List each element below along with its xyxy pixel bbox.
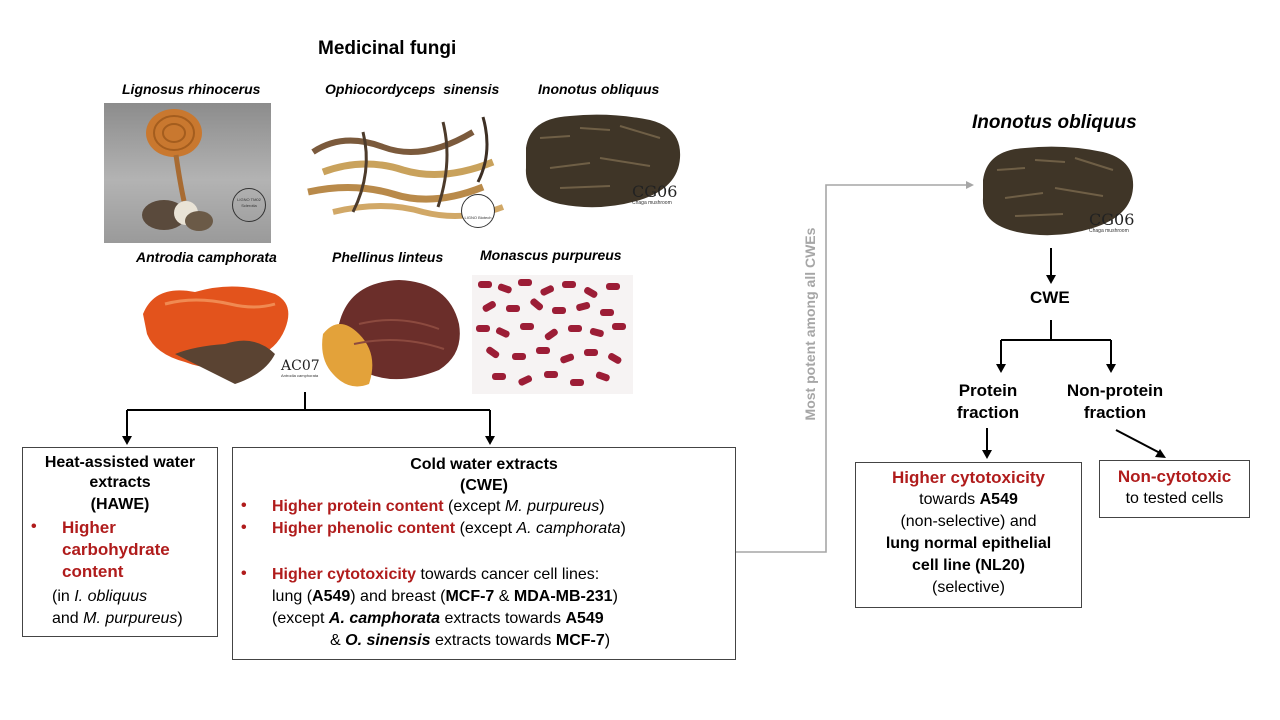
hawe-note2-close: ) — [177, 610, 182, 627]
nonprotein-result-line2: to tested cells — [1100, 488, 1249, 510]
nonprotein-result-box: Non-cytotoxic to tested cells — [1099, 460, 1250, 518]
cwe-phenolic-close: ) — [621, 520, 626, 537]
cwe-box: Cold water extracts (CWE) • Higher prote… — [232, 447, 736, 660]
hawe-note-line2: and M. purpureus) — [52, 609, 183, 629]
hawe-title-line1: Heat-assisted water — [23, 453, 217, 473]
hawe-title-line3: (HAWE) — [23, 495, 217, 515]
cwe-phenolic-species: A. camphorata — [516, 520, 620, 537]
hawe-red-line1: Higher — [62, 518, 116, 538]
cwe-cytotoxicity-highlight: Higher cytotoxicity — [272, 566, 416, 583]
protein-fraction-line2: fraction — [938, 402, 1038, 424]
cwe-line-except1: (except A. camphorata extracts towards A… — [272, 609, 604, 629]
right-inonotus-photo: CG06 Chaga mushroom — [977, 140, 1139, 246]
hawe-red-line3: content — [62, 562, 123, 582]
cwe-line-except2: & O. sinensis extracts towards MCF-7) — [330, 631, 610, 651]
hawe-note2-text: and — [52, 610, 83, 627]
protein-fraction-label: Protein fraction — [938, 380, 1038, 424]
cwe-protein-text: (except — [444, 498, 505, 515]
cwe-except-species2: O. sinensis — [345, 632, 430, 649]
cwe-title-line2: (CWE) — [233, 476, 735, 496]
nonprotein-fraction-line1: Non-protein — [1050, 380, 1180, 402]
protein-result-line2: towards A549 — [856, 489, 1081, 511]
cwe-mcf7: MCF-7 — [445, 588, 494, 605]
cwe-line-protein: Higher protein content (except M. purpur… — [272, 497, 605, 517]
protein-result-box: Higher cytotoxicity towards A549 (non-se… — [855, 462, 1082, 608]
cwe-except2-and: & — [330, 632, 345, 649]
right-inonotus-stamp: CG06 Chaga mushroom — [1089, 212, 1139, 244]
cwe-phenolic-highlight: Higher phenolic content — [272, 520, 455, 537]
protein-a549: A549 — [980, 491, 1018, 508]
cwe-except-towards1: extracts towards — [440, 610, 565, 627]
cwe-except-text: (except — [272, 610, 329, 627]
cwe-and-text: & — [494, 588, 514, 605]
cwe-line-cytotoxicity: Higher cytotoxicity towards cancer cell … — [272, 565, 599, 585]
protein-result-line5: cell line (NL20) — [856, 555, 1081, 577]
cwe-phenolic-text: (except — [455, 520, 516, 537]
right-species-title: Inonotus obliquus — [972, 112, 1137, 134]
nonprotein-result-highlight: Non-cytotoxic — [1100, 466, 1249, 488]
cwe-breast-text: ) and breast ( — [350, 588, 445, 605]
protein-result-line4: lung normal epithelial — [856, 533, 1081, 555]
cwe-bullet-1: • — [241, 497, 247, 515]
protein-result-line3: (non-selective) and — [856, 511, 1081, 533]
protein-fraction-line1: Protein — [938, 380, 1038, 402]
cwe-cytotoxicity-text: towards cancer cell lines: — [416, 566, 599, 583]
hawe-title-line2: extracts — [23, 473, 217, 493]
hawe-box: Heat-assisted water extracts (HAWE) • Hi… — [22, 447, 218, 637]
hawe-note2-species: M. purpureus — [83, 610, 177, 627]
right-stamp-main: CG06 — [1089, 210, 1134, 229]
cwe-celllines-close: ) — [613, 588, 618, 605]
nonprotein-fraction-line2: fraction — [1050, 402, 1180, 424]
cwe-line-phenolic: Higher phenolic content (except A. camph… — [272, 519, 626, 539]
cwe-except-towards2: extracts towards — [431, 632, 556, 649]
hawe-red-line2: carbohydrate — [62, 540, 170, 560]
cwe-line-celllines: lung (A549) and breast (MCF-7 & MDA-MB-2… — [272, 587, 618, 607]
cwe-except2-close: ) — [605, 632, 610, 649]
cwe-except-mcf7: MCF-7 — [556, 632, 605, 649]
nonprotein-fraction-label: Non-protein fraction — [1050, 380, 1180, 424]
cwe-bullet-3: • — [241, 565, 247, 583]
hawe-note1-text: (in — [52, 588, 74, 605]
right-cwe-label: CWE — [1030, 288, 1070, 308]
cwe-protein-close: ) — [599, 498, 604, 515]
protein-result-line6: (selective) — [856, 577, 1081, 599]
cwe-title-line1: Cold water extracts — [233, 455, 735, 475]
cwe-protein-highlight: Higher protein content — [272, 498, 444, 515]
cwe-bullet-2: • — [241, 519, 247, 537]
cwe-mda: MDA-MB-231 — [514, 588, 613, 605]
hawe-note1-species: I. obliquus — [74, 588, 147, 605]
cwe-lung-text: lung ( — [272, 588, 312, 605]
hawe-note-line1: (in I. obliquus — [52, 587, 147, 607]
cwe-except-a549: A549 — [565, 610, 603, 627]
hawe-bullet: • — [31, 518, 37, 536]
protein-result-highlight: Higher cytotoxicity — [856, 467, 1081, 489]
protein-towards-text: towards — [919, 491, 979, 508]
right-stamp-sub: Chaga mushroom — [1089, 229, 1139, 234]
connector-label: Most potent among all CWEs — [802, 214, 818, 434]
cwe-a549: A549 — [312, 588, 350, 605]
cwe-except-species1: A. camphorata — [329, 610, 440, 627]
cwe-protein-species: M. purpureus — [505, 498, 599, 515]
